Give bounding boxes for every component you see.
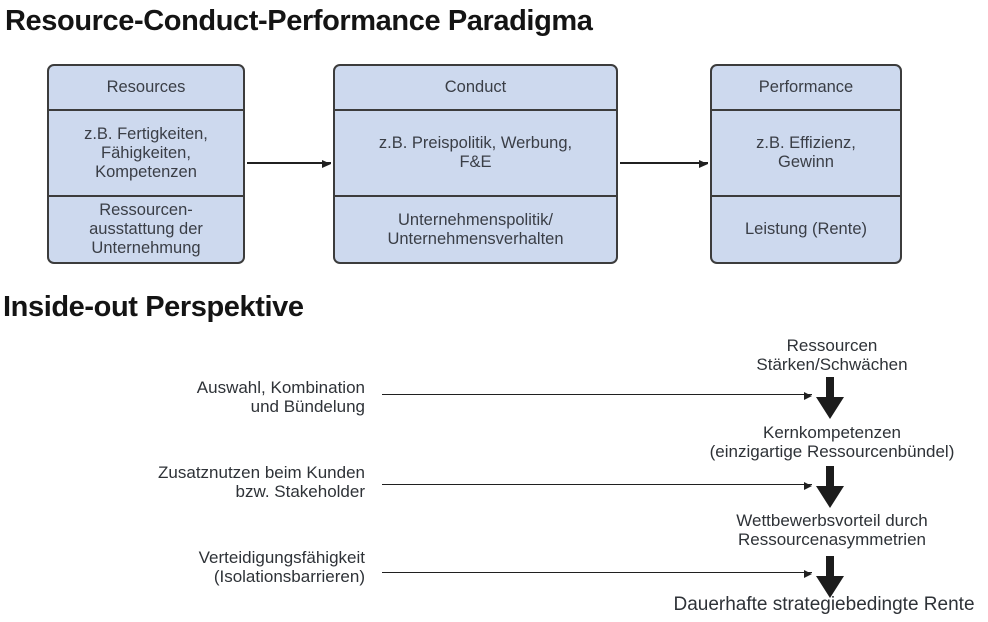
label-verteidigungsfaehigkeit: Verteidigungsfähigkeit (Isolationsbarrie… [198,548,365,586]
chain-ressourcen: Ressourcen Stärken/Schwächen [756,336,908,374]
chain-wettbewerbsvorteil: Wettbewerbsvorteil durch Ressourcenasymm… [736,511,928,549]
resources-box: Resources z.B. Fertigkeiten, Fähigkeiten… [47,64,245,264]
arrow-resources-to-conduct-icon [247,160,331,168]
arrow-verteidigung-icon [382,569,812,578]
label-auswahl-kombination: Auswahl, Kombination und Bündelung [196,378,365,416]
chain-dauerhafte-rente: Dauerhafte strategiebedingte Rente [673,594,975,615]
performance-box: Performance z.B. Effizienz, Gewinn Leist… [710,64,902,264]
performance-box-header: Performance [758,78,854,96]
resources-box-level: Ressourcen- ausstattung der Unternehmung [49,195,243,262]
resources-box-examples: z.B. Fertigkeiten, Fähigkeiten, Kompeten… [49,109,243,195]
resources-box-header: Resources [106,78,186,96]
thick-down-arrow-icon [814,556,846,598]
arrow-zusatznutzen-icon [382,481,812,490]
conduct-box-examples: z.B. Preispolitik, Werbung, F&E [335,109,616,195]
conduct-box: Conduct z.B. Preispolitik, Werbung, F&E … [333,64,618,264]
arrow-conduct-to-performance-icon [620,160,708,168]
inside-out-title: Inside-out Perspektive [3,291,304,323]
performance-box-level: Leistung (Rente) [712,195,900,262]
arrow-auswahl-icon [382,391,812,400]
conduct-box-header: Conduct [444,78,507,96]
paradigma-title: Resource-Conduct-Performance Paradigma [5,5,593,37]
thick-down-arrow-icon [814,377,846,419]
chain-kernkompetenzen: Kernkompetenzen (einzigartige Ressourcen… [709,423,955,461]
thick-down-arrow-icon [814,466,846,508]
performance-box-examples: z.B. Effizienz, Gewinn [712,109,900,195]
conduct-box-level: Unternehmenspolitik/ Unternehmensverhalt… [335,195,616,262]
label-zusatznutzen: Zusatznutzen beim Kunden bzw. Stakeholde… [158,463,365,501]
